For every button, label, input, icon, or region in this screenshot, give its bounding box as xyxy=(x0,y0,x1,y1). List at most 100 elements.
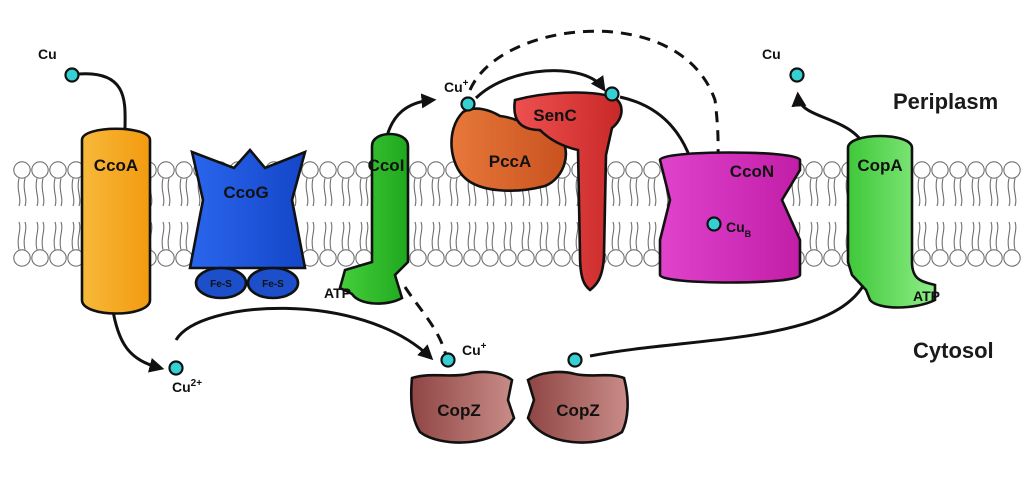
lipid-tail xyxy=(323,221,333,250)
lipid-head xyxy=(823,161,841,179)
lipid-tail xyxy=(341,221,351,250)
lipid-tail xyxy=(179,221,189,250)
lipid-tail xyxy=(989,178,999,207)
lipid-tail xyxy=(935,221,945,250)
lipid-head xyxy=(337,161,355,179)
lipid-tail xyxy=(17,178,27,207)
lipid-head xyxy=(805,249,823,267)
lipid-tail xyxy=(449,178,459,207)
lipid-head xyxy=(805,161,823,179)
cu-ion-copz-right xyxy=(567,352,583,368)
lipid-head xyxy=(985,161,1003,179)
lipid-head xyxy=(31,249,49,267)
arrow-cu2-to-copz xyxy=(174,306,434,361)
lipid-head xyxy=(499,249,517,267)
ccog-label: CcoG xyxy=(223,183,268,202)
lipid-tail xyxy=(161,221,171,250)
cu-plus-label-copz: Cu+ xyxy=(462,341,487,358)
lipid-tail xyxy=(953,221,963,250)
cub-ion xyxy=(706,216,722,232)
lipid-tail xyxy=(305,178,315,207)
lipid-tail xyxy=(809,178,819,207)
lipid-tail xyxy=(35,178,45,207)
atp-label-copa: ATP xyxy=(913,288,940,304)
lipid-tail xyxy=(953,178,963,207)
fe-s-cluster-1 xyxy=(194,266,248,300)
lipid-head xyxy=(409,249,427,267)
arrow-ccoa-to-cu2 xyxy=(110,304,165,373)
lipid-head xyxy=(553,249,571,267)
lipid-tail xyxy=(485,221,495,250)
lipid-tail xyxy=(629,221,639,250)
lipid-head xyxy=(427,249,445,267)
lipid-head xyxy=(931,249,949,267)
lipid-tail xyxy=(323,178,333,207)
lipid-tail xyxy=(971,178,981,207)
lipid-head xyxy=(49,249,67,267)
lipid-tail xyxy=(989,221,999,250)
lipid-tail xyxy=(503,221,513,250)
lipid-head xyxy=(409,161,427,179)
lipid-tail xyxy=(17,221,27,250)
lipid-head xyxy=(643,161,661,179)
pcca-label: PccA xyxy=(489,152,532,171)
lipid-tail xyxy=(629,178,639,207)
ccoi-label: CcoI xyxy=(368,156,405,175)
lipid-head xyxy=(427,161,445,179)
lipid-tail xyxy=(305,221,315,250)
fe-s-label-2: Fe-S xyxy=(262,279,284,290)
atp-label-ccoi: ATP xyxy=(324,285,351,301)
lipid-tail xyxy=(647,178,657,207)
copz-protein-right: CopZ xyxy=(526,370,629,444)
lipid-head xyxy=(13,161,31,179)
lipid-head xyxy=(949,249,967,267)
lipid-head xyxy=(625,249,643,267)
cytosol-label: Cytosol xyxy=(913,338,994,363)
lipid-tail xyxy=(611,178,621,207)
lipid-head xyxy=(967,161,985,179)
lipid-head xyxy=(823,249,841,267)
ccoa-protein: CcoA xyxy=(80,127,152,315)
lipid-head xyxy=(157,161,175,179)
lipid-tail xyxy=(431,178,441,207)
lipid-head xyxy=(319,161,337,179)
lipid-tail xyxy=(161,178,171,207)
lipid-tail xyxy=(413,221,423,250)
lipid-tail xyxy=(917,221,927,250)
lipid-tail xyxy=(971,221,981,250)
lipid-tail xyxy=(611,221,621,250)
copz-left-label: CopZ xyxy=(437,401,480,420)
lipid-tail xyxy=(449,221,459,250)
lipid-head xyxy=(337,249,355,267)
cu-label-right: Cu xyxy=(762,46,781,62)
lipid-head xyxy=(607,161,625,179)
lipid-head xyxy=(607,249,625,267)
lipid-head xyxy=(625,161,643,179)
lipid-head xyxy=(175,161,193,179)
lipid-tail xyxy=(179,178,189,207)
lipid-head xyxy=(967,249,985,267)
lipid-tail xyxy=(917,178,927,207)
copa-label: CopA xyxy=(857,156,902,175)
lipid-head xyxy=(517,249,535,267)
cu2-label: Cu2+ xyxy=(172,378,202,395)
lipid-tail xyxy=(359,221,369,250)
cu-ion-senc xyxy=(604,86,620,102)
ccoa-label: CcoA xyxy=(94,156,138,175)
cu-label-left: Cu xyxy=(38,46,57,62)
cu-plus-label-top: Cu+ xyxy=(444,78,469,95)
lipid-tail xyxy=(827,221,837,250)
lipid-head xyxy=(535,249,553,267)
cub-label: CuB xyxy=(726,219,752,239)
lipid-tail xyxy=(359,178,369,207)
lipid-head xyxy=(31,161,49,179)
ccon-protein: CcoN xyxy=(658,151,802,284)
cu-plus-ion-copz xyxy=(440,352,456,368)
pcca-protein: PccA xyxy=(450,107,568,192)
lipid-head xyxy=(463,249,481,267)
lipid-head xyxy=(931,161,949,179)
lipid-tail xyxy=(557,221,567,250)
lipid-head xyxy=(913,161,931,179)
lipid-head xyxy=(13,249,31,267)
